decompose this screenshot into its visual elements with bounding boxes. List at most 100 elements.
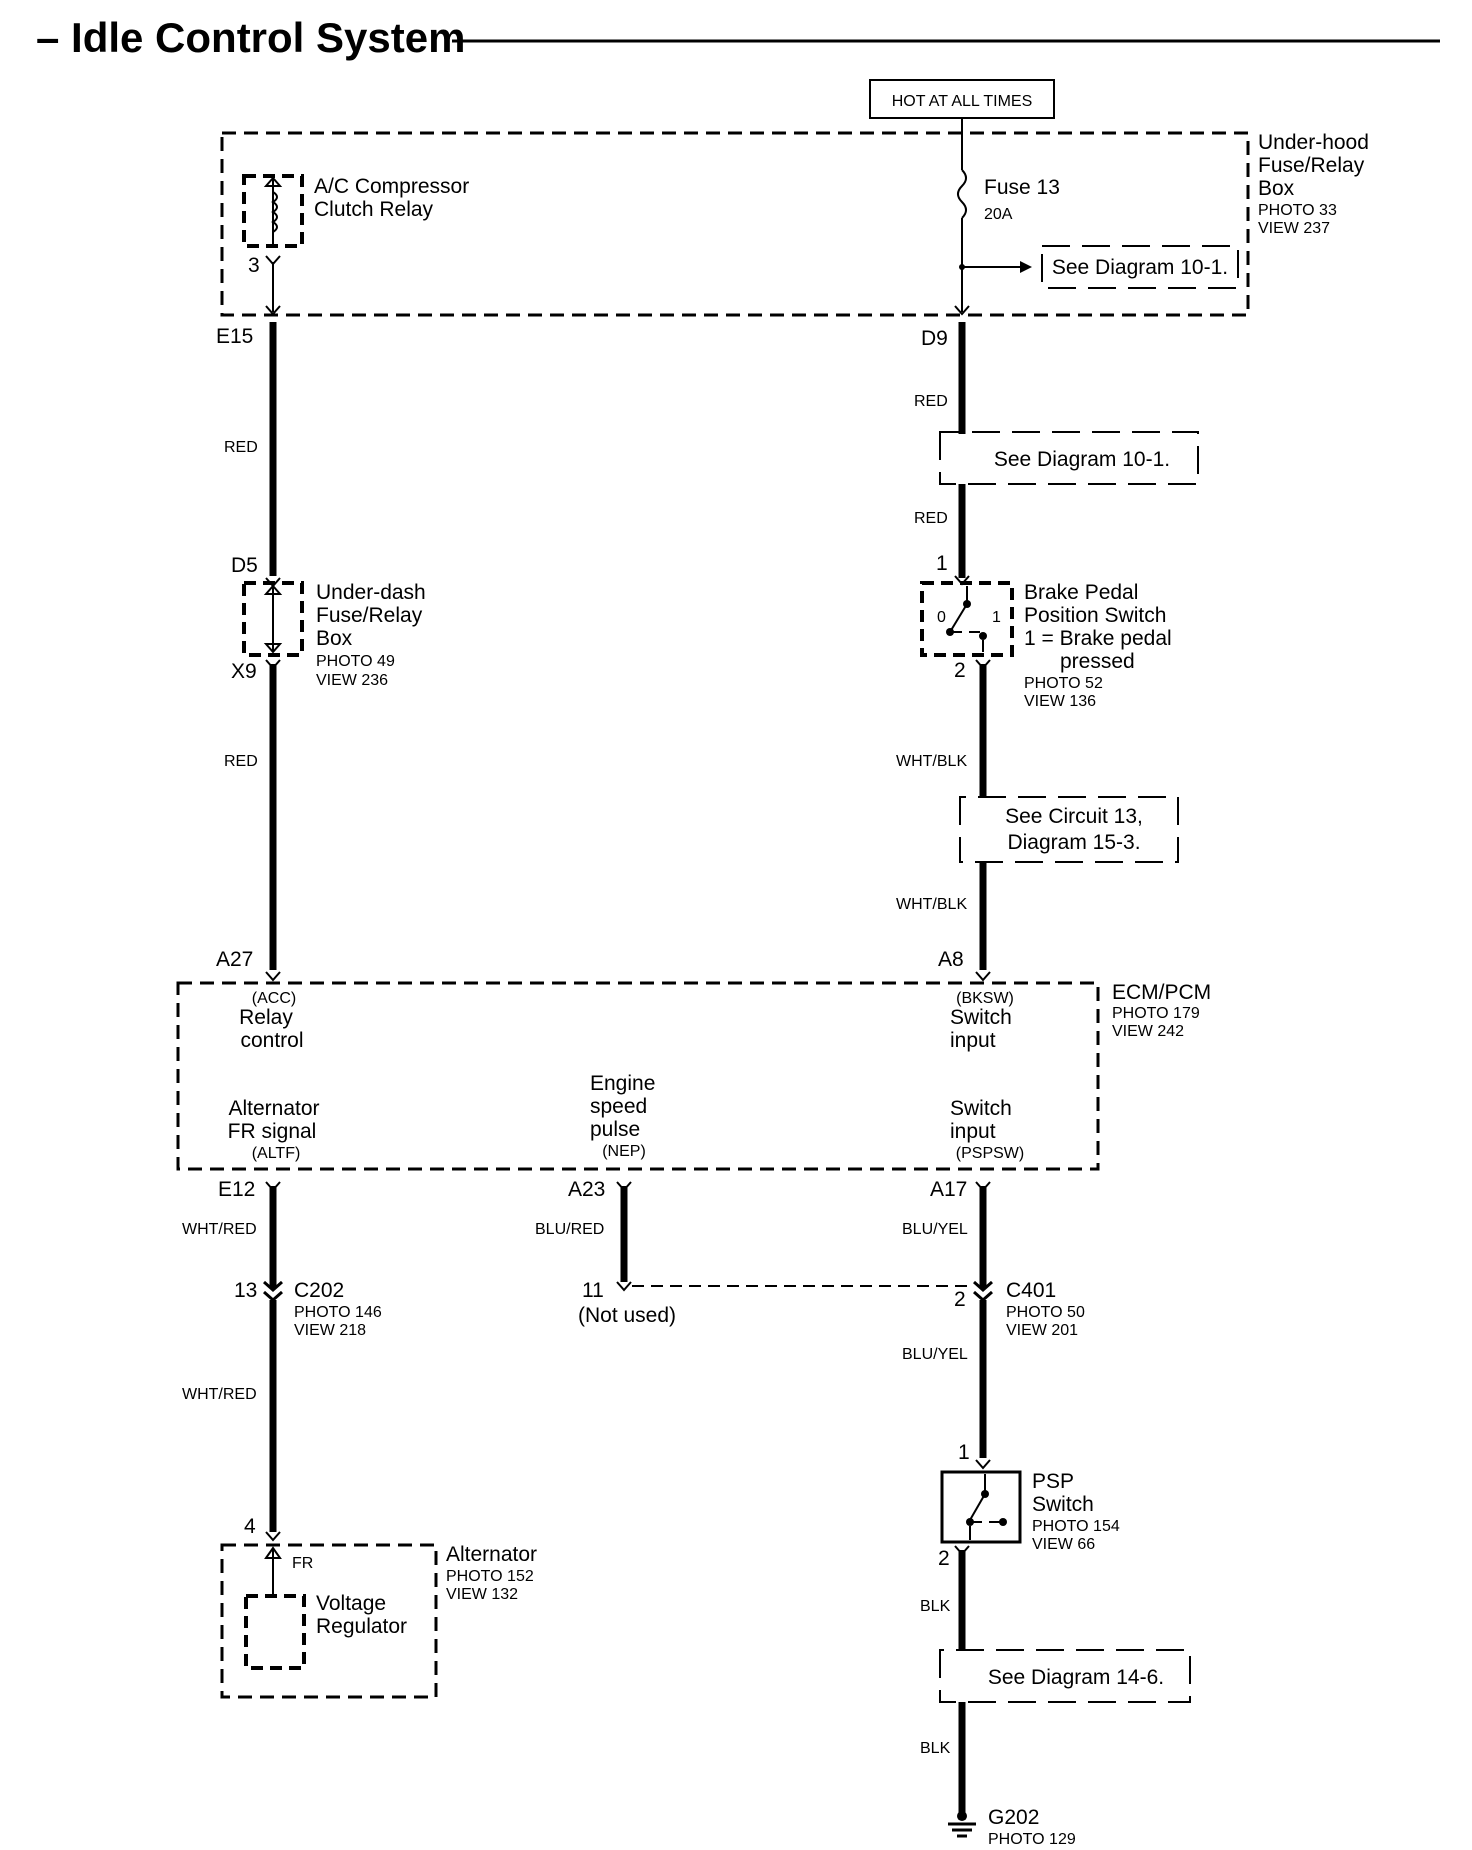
wire-color-bluyel: BLU/YEL [902,1346,968,1363]
wire-color-whtred: WHT/RED [182,1386,257,1403]
fuse-branch-arrow-icon [1020,261,1032,273]
ecm-engine-speed: Engine [590,1072,655,1095]
brake-switch-view: VIEW 136 [1024,693,1096,710]
ecm-switch-input: Switch [950,1006,1012,1029]
underdash-arrow-down-icon [263,643,283,654]
alternator-pin: 4 [244,1515,256,1538]
ecm-acc: (ACC) [252,990,296,1007]
wire-color-whtblk: WHT/BLK [896,753,967,770]
brake-switch-label: 1 = Brake pedal [1024,627,1172,650]
pin11-connector-icon [616,1281,632,1292]
see-diagram-note: See Diagram 10-1. [1052,256,1228,279]
c401-photo: PHOTO 50 [1006,1304,1085,1321]
wire-color-blk: BLK [920,1740,951,1757]
connector-d5: D5 [231,554,258,577]
connector-a17: A17 [930,1178,967,1201]
ecm-photo: PHOTO 179 [1112,1005,1200,1022]
ecm-bksw: (BKSW) [956,990,1014,1007]
underhood-box-label: Box [1258,177,1295,200]
underdash-box-label: Under-dash [316,581,426,604]
ecm-psp-input: input [950,1120,996,1143]
alternator-box-outline [220,1543,438,1699]
brake-pin-1: 1 [936,552,948,575]
alternator-arrow-icon [264,1546,282,1559]
voltage-regulator-label: Regulator [316,1615,407,1638]
psp-switch-outline [940,1470,1022,1544]
see-diagram-note-outline [939,1649,1191,1703]
alternator-view: VIEW 132 [446,1586,518,1603]
ac-relay-label: Clutch Relay [314,198,434,221]
ecm-altf: (ALTF) [252,1145,301,1162]
underdash-box-outline [242,581,304,657]
wire-color-red: RED [914,393,948,410]
ac-relay-label: A/C Compressor [314,175,469,198]
a8-connector-icon [975,971,991,982]
psp-switch-view: VIEW 66 [1032,1536,1095,1553]
brake-switch-pos1: 1 [992,609,1001,626]
wire-color-red: RED [224,439,258,456]
wire-color-red: RED [224,753,258,770]
alternator-connector-icon [265,1531,281,1542]
underhood-box-photo: PHOTO 33 [1258,202,1337,219]
connector-e12: E12 [218,1178,255,1201]
underdash-arrow-up-icon [263,584,283,595]
psp-switch-photo: PHOTO 154 [1032,1518,1120,1535]
see-circuit-note-outline [959,796,1179,863]
alternator-fr: FR [292,1555,313,1572]
see-diagram-note-outline [1041,245,1239,289]
connector-a23: A23 [568,1178,605,1201]
underhood-box-label: Under-hood [1258,131,1369,154]
ac-relay-coil-icon [271,191,278,233]
c401-pin: 2 [954,1288,966,1311]
see-circuit-note: See Circuit 13, [1005,805,1143,828]
voltage-regulator-label: Voltage [316,1592,386,1615]
c202-label: C202 [294,1279,344,1302]
underdash-box-view: VIEW 236 [316,672,388,689]
wire-color-blured: BLU/RED [535,1221,604,1238]
see-diagram-note-outline [939,431,1199,485]
not-used-label: (Not used) [578,1304,676,1327]
ground-photo: PHOTO 129 [988,1831,1076,1848]
ac-relay-pin: 3 [248,254,260,277]
brake-switch-label: pressed [1060,650,1135,673]
psp-pin-1: 1 [958,1441,970,1464]
ecm-alternator-fr: FR signal [228,1120,317,1143]
c202-view: VIEW 218 [294,1322,366,1339]
c401-label: C401 [1006,1279,1056,1302]
ground-label: G202 [988,1806,1039,1829]
ecm-pspsw: (PSPSW) [956,1145,1024,1162]
brake-switch-contact [979,632,987,640]
ecm-engine-speed: pulse [590,1118,640,1141]
see-circuit-note: Diagram 15-3. [1007,831,1140,854]
psp-switch-contact [999,1518,1007,1526]
connector-a8: A8 [938,948,964,971]
ecm-relay-control: control [240,1029,303,1052]
underhood-box-view: VIEW 237 [1258,220,1330,237]
connector-e15: E15 [216,325,253,348]
ecm-switch-input: input [950,1029,996,1052]
brake-pin-2: 2 [954,659,966,682]
ground-icon [948,1811,976,1838]
brake-switch-lever-icon [949,603,968,633]
psp-switch-lever-icon [969,1493,986,1521]
pin-11: 11 [582,1279,604,1302]
ecm-alternator-fr: Alternator [228,1097,319,1120]
wire-color-red: RED [914,510,948,527]
a27-connector-icon [265,971,281,982]
ac-relay-outline [242,174,304,248]
underdash-box-label: Fuse/Relay [316,604,423,627]
psp-switch-label: Switch [1032,1493,1094,1516]
hot-label: HOT AT ALL TIMES [892,93,1033,110]
brake-switch-outline [920,581,1014,657]
wire-color-bluyel: BLU/YEL [902,1221,968,1238]
fuse-name: Fuse 13 [984,176,1060,199]
underhood-box-outline [220,131,1250,317]
connector-a27: A27 [216,948,253,971]
psp-switch-label: PSP [1032,1470,1074,1493]
e15-connector-icon [265,305,281,316]
ac-relay-arrowhead [263,176,283,187]
ecm-psp-input: Switch [950,1097,1012,1120]
fuse-rating: 20A [984,206,1013,223]
brake-switch-photo: PHOTO 52 [1024,675,1103,692]
